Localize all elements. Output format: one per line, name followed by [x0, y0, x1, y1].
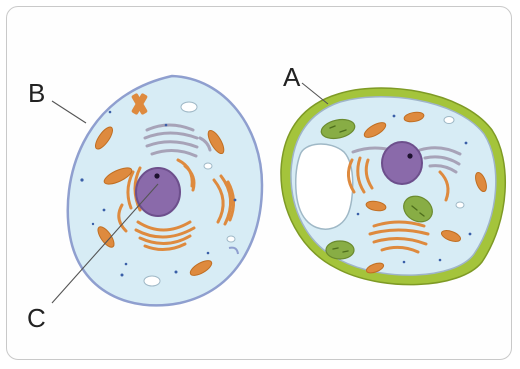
leader-line-b — [52, 101, 86, 123]
plant-cell — [281, 88, 505, 285]
leader-line-a — [302, 83, 328, 104]
animal-cell — [68, 76, 262, 305]
label-a: A — [283, 62, 301, 92]
plant-nucleolus — [407, 153, 412, 158]
central-vacuole — [296, 144, 353, 229]
plant-nucleus — [382, 142, 422, 184]
animal-nucleolus — [154, 173, 159, 178]
label-b: B — [28, 78, 45, 108]
label-c: C — [27, 303, 46, 333]
